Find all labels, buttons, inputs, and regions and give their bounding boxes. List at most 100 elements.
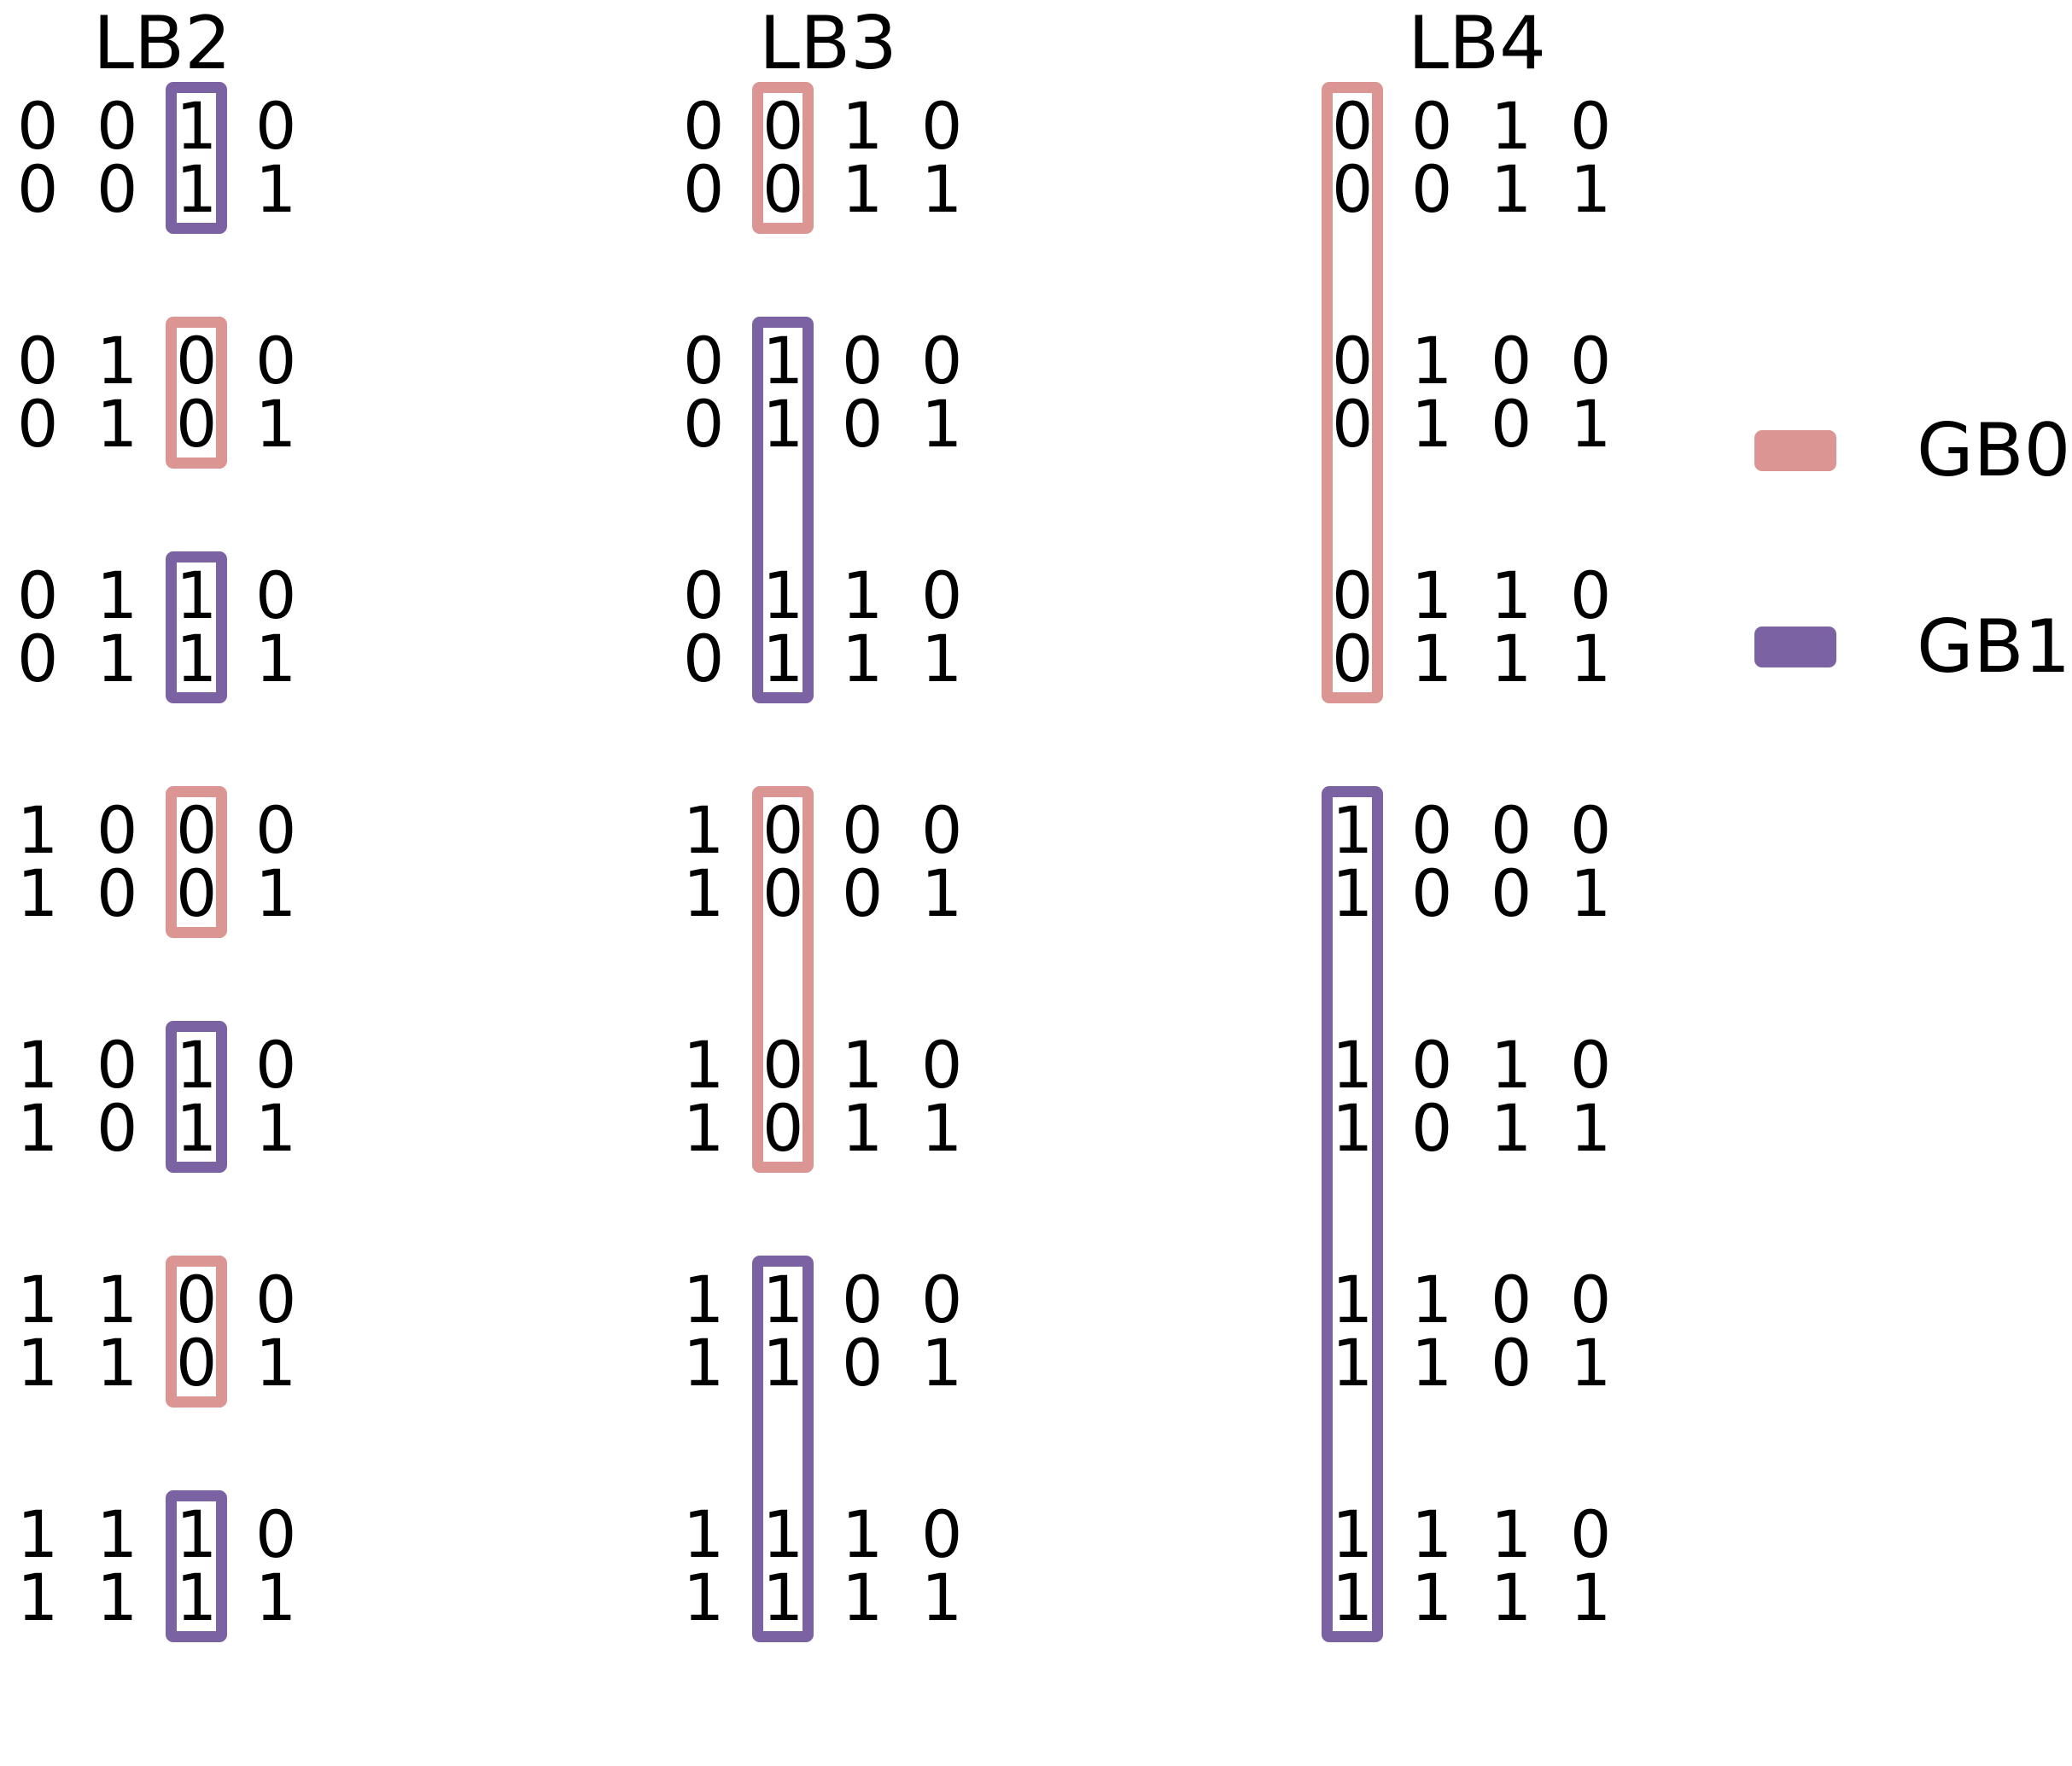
digit-cell: 1 [96,1496,138,1572]
digit-cell: 0 [842,1325,884,1401]
digit-cell: 1 [1570,386,1612,462]
digit-cell: 0 [255,557,297,633]
digit-cell: 1 [17,855,59,931]
digit-cell: 1 [255,1090,297,1166]
digit-cell: 0 [1411,1090,1453,1166]
digit-cell: 0 [762,151,804,227]
digit-cell: 1 [921,151,963,227]
digit-cell: 0 [921,792,963,868]
digit-cell: 0 [1570,1496,1612,1572]
digit-cell: 0 [1411,151,1453,227]
digit-cell: 0 [1332,386,1374,462]
digit-cell: 0 [255,323,297,399]
column-title-lb3: LB3 [759,1,897,86]
digit-cell: 1 [176,1559,218,1635]
digit-cell: 1 [1570,1559,1612,1635]
digit-cell: 1 [1411,1559,1453,1635]
digit-cell: 0 [1570,323,1612,399]
digit-cell: 0 [921,1496,963,1572]
digit-cell: 1 [17,1325,59,1401]
digit-cell: 0 [1491,792,1532,868]
digit-cell: 0 [17,88,59,164]
digit-cell: 1 [842,557,884,633]
digit-cell: 1 [176,1496,218,1572]
digit-cell: 0 [1570,1027,1612,1103]
digit-cell: 1 [96,1262,138,1338]
digit-cell: 1 [1491,1090,1532,1166]
digit-cell: 0 [1411,792,1453,868]
digit-cell: 0 [176,855,218,931]
digit-cell: 1 [921,386,963,462]
digit-cell: 0 [255,1262,297,1338]
digit-cell: 0 [683,151,725,227]
digit-cell: 1 [1332,1027,1374,1103]
digit-cell: 1 [683,1496,725,1572]
digit-cell: 1 [255,386,297,462]
digit-cell: 0 [1411,1027,1453,1103]
digit-cell: 1 [842,88,884,164]
digit-cell: 0 [1411,88,1453,164]
digit-cell: 0 [762,855,804,931]
digit-cell: 0 [1491,386,1532,462]
digit-cell: 1 [1491,88,1532,164]
digit-cell: 0 [1332,557,1374,633]
legend-label: GB0 [1917,408,2071,493]
digit-cell: 1 [921,621,963,696]
digit-cell: 0 [1332,151,1374,227]
digit-cell: 0 [762,1090,804,1166]
digit-cell: 0 [762,792,804,868]
digit-cell: 1 [17,1027,59,1103]
digit-cell: 1 [1411,1496,1453,1572]
digit-cell: 1 [176,1027,218,1103]
column-title-lb4: LB4 [1408,1,1546,86]
digit-cell: 1 [762,323,804,399]
digit-cell: 1 [683,1325,725,1401]
digit-cell: 0 [255,88,297,164]
digit-cell: 0 [762,1027,804,1103]
digit-cell: 0 [921,1262,963,1338]
digit-cell: 0 [255,1496,297,1572]
digit-cell: 0 [842,386,884,462]
digit-cell: 1 [1570,151,1612,227]
legend-swatch-gb1 [1754,627,1836,667]
digit-cell: 0 [683,621,725,696]
digit-cell: 1 [1570,1325,1612,1401]
digit-cell: 1 [683,1262,725,1338]
digit-cell: 1 [1411,323,1453,399]
digit-cell: 0 [96,792,138,868]
digit-cell: 1 [762,1325,804,1401]
digit-cell: 1 [17,1496,59,1572]
digit-cell: 1 [762,1559,804,1635]
digit-cell: 1 [176,621,218,696]
digit-cell: 1 [255,621,297,696]
digit-cell: 1 [96,1325,138,1401]
digit-cell: 0 [176,386,218,462]
digit-cell: 1 [1491,557,1532,633]
digit-cell: 0 [921,1027,963,1103]
digit-cell: 1 [762,1496,804,1572]
digit-cell: 1 [1332,1325,1374,1401]
digit-cell: 1 [17,1090,59,1166]
digit-cell: 1 [683,1090,725,1166]
digit-cell: 0 [176,792,218,868]
digit-cell: 0 [1332,621,1374,696]
digit-cell: 1 [683,1027,725,1103]
digit-cell: 0 [96,1027,138,1103]
digit-cell: 0 [176,1325,218,1401]
digit-cell: 1 [1411,1325,1453,1401]
digit-cell: 1 [921,1325,963,1401]
digit-cell: 1 [1491,1559,1532,1635]
digit-cell: 1 [1491,621,1532,696]
digit-cell: 0 [842,792,884,868]
digit-cell: 1 [683,1559,725,1635]
digit-cell: 1 [1332,792,1374,868]
digit-cell: 1 [255,855,297,931]
digit-cell: 0 [17,621,59,696]
digit-cell: 0 [17,323,59,399]
legend-swatch-gb0 [1754,430,1836,471]
digit-cell: 1 [1411,386,1453,462]
digit-cell: 1 [17,792,59,868]
digit-cell: 1 [842,621,884,696]
digit-cell: 1 [176,557,218,633]
